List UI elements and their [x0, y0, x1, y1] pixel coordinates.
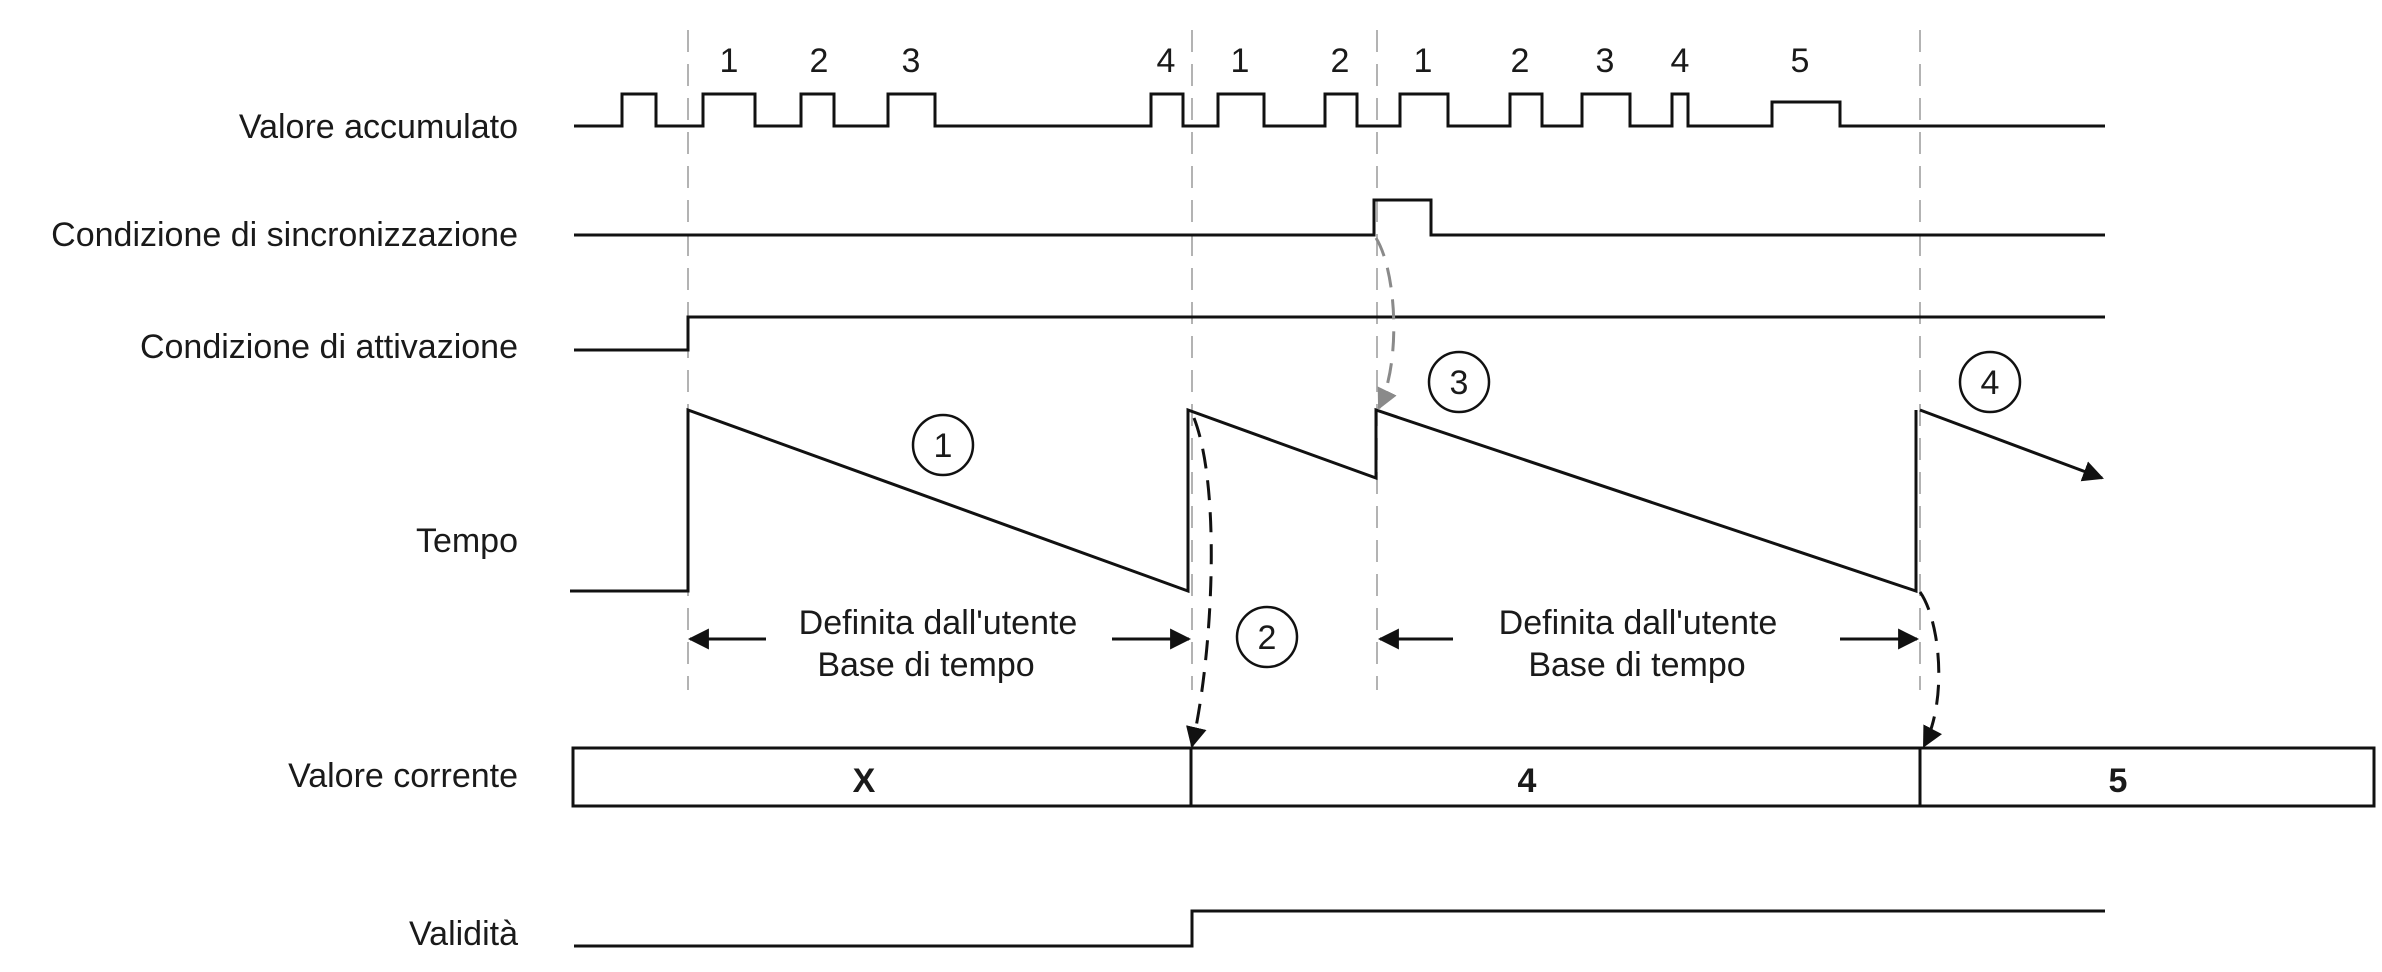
accumulated-value-waveform: [574, 92, 2105, 128]
sync-condition-waveform: [574, 198, 2105, 237]
label-time: Tempo: [416, 522, 518, 560]
transfer-arrow-to-value-4: [1186, 417, 1213, 749]
pulse-number-2: 2: [810, 42, 829, 80]
pulse-number-5: 1: [1231, 42, 1250, 80]
current-value-segment-4: [1189, 746, 1922, 808]
pulse-number-6: 2: [1331, 42, 1350, 80]
step-marker-4-label: 4: [1981, 364, 2000, 402]
enable-condition-waveform: [574, 315, 2105, 352]
step-marker-4: 4: [1958, 350, 2022, 414]
current-value-segment-x: [571, 746, 1193, 808]
pulse-number-7: 1: [1414, 42, 1433, 80]
time-guides: [687, 30, 1921, 690]
pulse-number-11: 5: [1791, 42, 1810, 80]
validity-waveform: [574, 909, 2105, 948]
pulse-number-1: 1: [720, 42, 739, 80]
time-base-1-line2: Base di tempo: [817, 646, 1034, 684]
time-base-2-line2: Base di tempo: [1528, 646, 1745, 684]
label-sync-condition: Condizione di sincronizzazione: [51, 216, 518, 254]
time-waveform: [570, 407, 1918, 594]
transfer-arrow-to-value-5: [1918, 591, 1943, 748]
pulse-number-8: 2: [1511, 42, 1530, 80]
label-enable-condition: Condizione di attivazione: [140, 328, 518, 366]
label-accumulated-value: Valore accumulato: [239, 108, 518, 146]
label-validity: Validità: [409, 915, 518, 953]
pulse-number-10: 4: [1671, 42, 1690, 80]
step-marker-3-label: 3: [1450, 364, 1469, 402]
time-base-annotation-1: Definita dall'utente Base di tempo: [687, 604, 1192, 684]
pulse-numbers: 1 2 3 4 1 2 1 2 3 4 5: [720, 42, 1810, 80]
current-value-5: 5: [2109, 762, 2128, 800]
step-marker-3: 3: [1427, 350, 1491, 414]
current-value-4: 4: [1518, 762, 1537, 800]
time-base-2-line1: Definita dall'utente: [1499, 604, 1778, 642]
step-marker-1: 1: [911, 413, 975, 477]
current-value-bar: X 4 5: [571, 746, 2376, 808]
step-marker-1-label: 1: [934, 427, 953, 465]
label-current-value: Valore corrente: [288, 757, 518, 795]
time-continuation-arrow: [1919, 408, 2104, 482]
current-value-segment-5: [1918, 746, 2376, 808]
pulse-number-4: 4: [1157, 42, 1176, 80]
pulse-number-9: 3: [1596, 42, 1615, 80]
time-base-1-line1: Definita dall'utente: [799, 604, 1078, 642]
step-marker-2-label: 2: [1258, 619, 1277, 657]
sync-reset-arrow: [1374, 237, 1397, 410]
time-base-annotation-2: Definita dall'utente Base di tempo: [1377, 604, 1920, 684]
current-value-x: X: [853, 762, 876, 800]
pulse-number-3: 3: [902, 42, 921, 80]
step-marker-2: 2: [1235, 605, 1299, 669]
